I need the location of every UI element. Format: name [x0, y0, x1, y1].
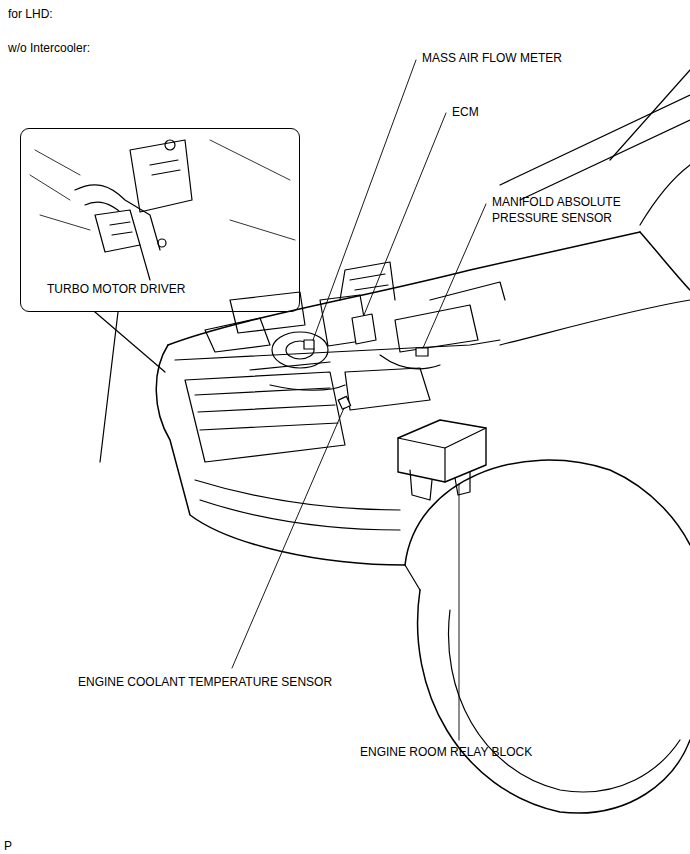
inset-label: TURBO MOTOR DRIVER — [45, 281, 187, 297]
part-label: ENGINE COOLANT TEMPERATURE SENSOR — [78, 674, 332, 690]
part-label: ECM — [452, 104, 479, 120]
part-label: P — [4, 838, 12, 854]
inset-box: TURBO MOTOR DRIVER — [20, 128, 300, 312]
part-label: MASS AIR FLOW METER — [422, 50, 562, 66]
part-label: ENGINE ROOM RELAY BLOCK — [360, 744, 532, 760]
part-label: MANIFOLD ABSOLUTE PRESSURE SENSOR — [492, 194, 642, 226]
part-label: for LHD: — [8, 6, 53, 22]
part-label: w/o Intercooler: — [8, 40, 90, 56]
